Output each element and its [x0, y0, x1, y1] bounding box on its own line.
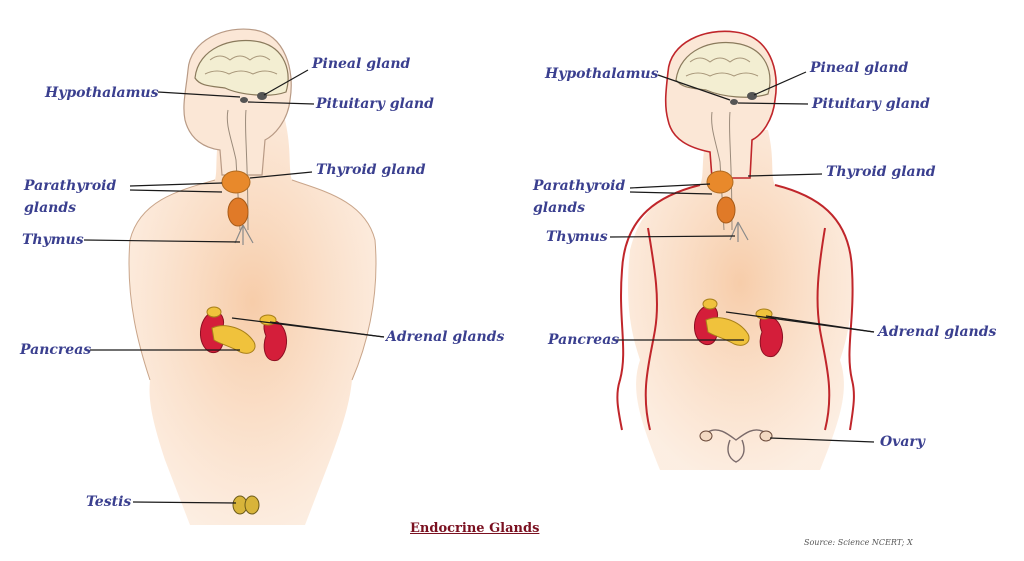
male-brain — [194, 39, 289, 96]
male-figure — [83, 28, 385, 525]
female-label-pancreas: Pancreas — [548, 332, 620, 348]
male-pancreas — [211, 325, 256, 354]
female-brain-folds — [685, 57, 759, 77]
male-label-pituitary: Pituitary gland — [316, 96, 434, 112]
diagram-caption: Endocrine Glands — [410, 521, 540, 536]
male-label-parathyroid-line1: Parathyroid — [24, 178, 117, 194]
male-label-hypothalamus: Hypothalamus — [45, 85, 159, 101]
female-uterus — [707, 429, 765, 463]
female-pointers — [609, 71, 875, 443]
male-label-parathyroid-line2: glands — [24, 200, 77, 216]
female-ovary-left — [699, 430, 713, 442]
male-pituitary-dot — [240, 97, 248, 103]
male-adrenal-left — [206, 306, 222, 318]
male-label-pineal: Pineal gland — [312, 56, 411, 72]
female-body — [628, 130, 852, 470]
female-label-pineal: Pineal gland — [810, 60, 909, 76]
male-thyroid — [221, 170, 251, 194]
female-label-parathyroid-line2: glands — [533, 200, 586, 216]
source-credit: Source: Science NCERT; X — [804, 538, 913, 547]
female-label-adrenal: Adrenal glands — [878, 324, 997, 340]
female-label-ovary: Ovary — [880, 434, 925, 450]
female-outline-right — [774, 184, 855, 431]
male-testis-right — [244, 495, 260, 515]
male-brain-folds — [204, 55, 278, 75]
female-trachea-branch — [729, 221, 749, 242]
female-pancreas — [705, 317, 750, 346]
female-label-hypothalamus: Hypothalamus — [545, 66, 659, 82]
male-label-thymus: Thymus — [22, 232, 84, 248]
female-ovary-right — [759, 430, 773, 442]
male-label-thyroid: Thyroid gland — [316, 162, 426, 178]
male-thymus — [227, 197, 249, 227]
male-label-testis: Testis — [86, 494, 132, 510]
male-label-adrenal: Adrenal glands — [386, 329, 505, 345]
female-label-thyroid: Thyroid gland — [826, 164, 936, 180]
female-label-parathyroid-line1: Parathyroid — [533, 178, 626, 194]
female-thyroid — [706, 170, 734, 194]
female-kidney-right — [759, 315, 783, 358]
female-adrenal-left — [702, 298, 718, 310]
male-pointers — [83, 69, 385, 504]
female-figure — [609, 30, 875, 470]
female-pineal-dot — [747, 92, 757, 100]
male-throat — [226, 109, 249, 231]
female-kidney-left — [694, 305, 719, 346]
male-pineal-dot — [257, 92, 267, 100]
female-label-thymus: Thymus — [546, 229, 608, 245]
female-outline-left — [616, 184, 701, 431]
female-label-pituitary: Pituitary gland — [812, 96, 930, 112]
male-body — [129, 120, 376, 525]
female-pituitary-dot — [730, 99, 738, 105]
male-label-pancreas: Pancreas — [20, 342, 92, 358]
female-thymus — [716, 196, 736, 224]
male-trachea-branch — [234, 224, 254, 245]
